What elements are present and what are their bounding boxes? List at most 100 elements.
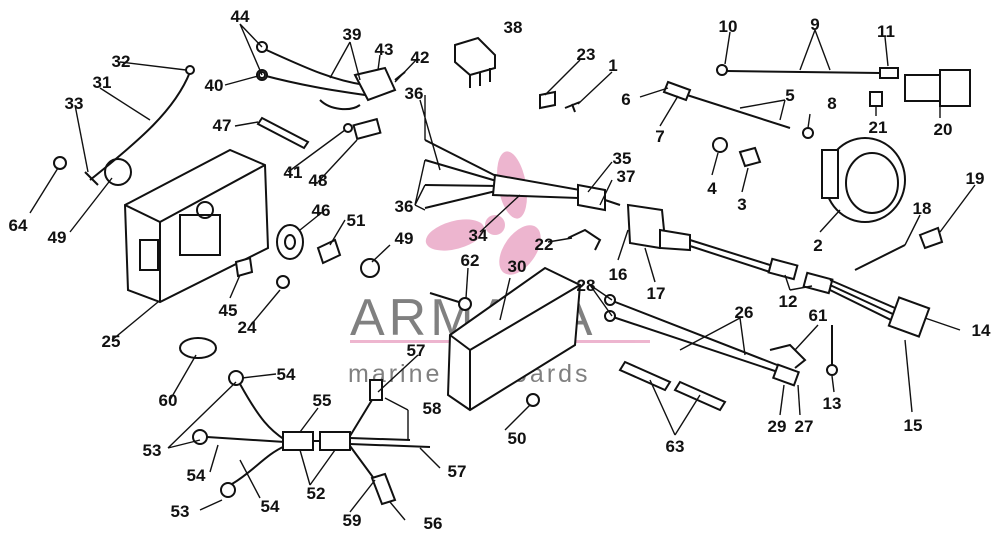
callout-18: 18 xyxy=(913,199,932,218)
callout-54a: 54 xyxy=(277,365,296,384)
screw-24 xyxy=(276,275,290,289)
callout-54b: 54 xyxy=(187,466,206,485)
screw-62 xyxy=(429,292,463,304)
callout-41: 41 xyxy=(284,163,303,182)
tube-47 xyxy=(256,116,310,150)
battery-harness-52 xyxy=(192,370,431,506)
callout-39: 39 xyxy=(343,25,362,44)
callout-47: 47 xyxy=(213,116,232,135)
callout-32: 32 xyxy=(112,52,131,71)
washer-49-right xyxy=(360,258,380,278)
sleeve-51 xyxy=(316,238,342,265)
clip-22 xyxy=(567,228,602,251)
callout-59: 59 xyxy=(343,511,362,530)
callout-19: 19 xyxy=(966,169,985,188)
callout-49a: 49 xyxy=(48,228,67,247)
sleeve-48 xyxy=(352,117,382,141)
callout-61: 61 xyxy=(809,306,828,325)
callout-30: 30 xyxy=(508,257,527,276)
callout-53b: 53 xyxy=(171,502,190,521)
terminal-41 xyxy=(343,123,353,133)
callout-9: 9 xyxy=(810,15,819,34)
callout-6: 6 xyxy=(621,90,630,109)
callout-17: 17 xyxy=(647,284,666,303)
callout-23: 23 xyxy=(577,45,596,64)
callout-26: 26 xyxy=(735,303,754,322)
callout-14: 14 xyxy=(972,321,991,340)
callout-37: 37 xyxy=(617,167,636,186)
callout-35: 35 xyxy=(613,149,632,168)
tube-63a xyxy=(618,360,672,392)
terminal-33 xyxy=(84,171,99,186)
clip-23 xyxy=(539,90,556,110)
callout-50: 50 xyxy=(508,429,527,448)
bulb-3 xyxy=(738,146,762,168)
ground-strap-31 xyxy=(89,71,191,181)
callout-1: 1 xyxy=(608,56,617,75)
terminal-13 xyxy=(826,364,838,376)
callout-20: 20 xyxy=(934,120,953,139)
callout-42: 42 xyxy=(411,48,430,67)
callout-55: 55 xyxy=(313,391,332,410)
callout-57b: 57 xyxy=(407,341,426,360)
callout-11: 11 xyxy=(877,22,895,41)
screw-50 xyxy=(526,393,540,407)
control-box-25 xyxy=(123,148,270,304)
callout-25: 25 xyxy=(102,332,121,351)
callout-3: 3 xyxy=(737,195,746,214)
callout-36b: 36 xyxy=(395,197,414,216)
callout-49b: 49 xyxy=(395,229,414,248)
callout-2: 2 xyxy=(813,236,822,255)
gauge-end-20 xyxy=(904,69,971,107)
callout-33: 33 xyxy=(65,94,84,113)
terminal-32 xyxy=(185,65,195,75)
callout-36a: 36 xyxy=(405,84,424,103)
callout-28: 28 xyxy=(577,276,596,295)
callout-52: 52 xyxy=(307,484,326,503)
callout-13: 13 xyxy=(823,394,842,413)
callout-34: 34 xyxy=(469,226,488,245)
cable-9 xyxy=(716,64,899,79)
module-30 xyxy=(446,266,582,412)
callout-10: 10 xyxy=(719,17,738,36)
harness-36 xyxy=(424,139,621,212)
callout-24: 24 xyxy=(238,318,257,337)
clip-19 xyxy=(918,226,944,250)
propeller-icon xyxy=(425,151,541,275)
callout-53a: 53 xyxy=(143,441,162,460)
screw-62-head xyxy=(458,297,472,311)
relay-38 xyxy=(454,36,496,88)
clamp-60 xyxy=(179,337,217,359)
callout-31: 31 xyxy=(93,73,112,92)
gauge-2 xyxy=(821,137,906,223)
socket-4 xyxy=(712,137,728,153)
callout-labels: 44 39 43 42 38 40 32 31 33 47 41 48 64 4… xyxy=(9,7,991,533)
callout-43: 43 xyxy=(375,40,394,59)
callout-63: 63 xyxy=(666,437,685,456)
callout-40: 40 xyxy=(205,76,224,95)
callout-15: 15 xyxy=(904,416,923,435)
callout-8: 8 xyxy=(827,94,836,113)
grommet-46 xyxy=(276,224,304,260)
callout-51: 51 xyxy=(347,211,366,230)
callout-27: 27 xyxy=(795,417,814,436)
callout-44: 44 xyxy=(231,7,250,26)
callout-7: 7 xyxy=(655,127,664,146)
callout-64: 64 xyxy=(9,216,28,235)
callout-58: 58 xyxy=(423,399,442,418)
leader-lines xyxy=(29,23,976,521)
callout-4: 4 xyxy=(707,179,717,198)
callout-60: 60 xyxy=(159,391,178,410)
callout-56: 56 xyxy=(424,514,443,533)
callout-21: 21 xyxy=(869,118,888,137)
callout-16: 16 xyxy=(609,265,628,284)
clip-61 xyxy=(769,343,807,369)
nut-64 xyxy=(53,156,67,170)
callout-45: 45 xyxy=(219,301,238,320)
callout-54c: 54 xyxy=(261,497,280,516)
callout-29: 29 xyxy=(768,417,787,436)
callout-22: 22 xyxy=(535,235,554,254)
callout-46: 46 xyxy=(312,201,331,220)
switch-17 xyxy=(626,203,931,338)
